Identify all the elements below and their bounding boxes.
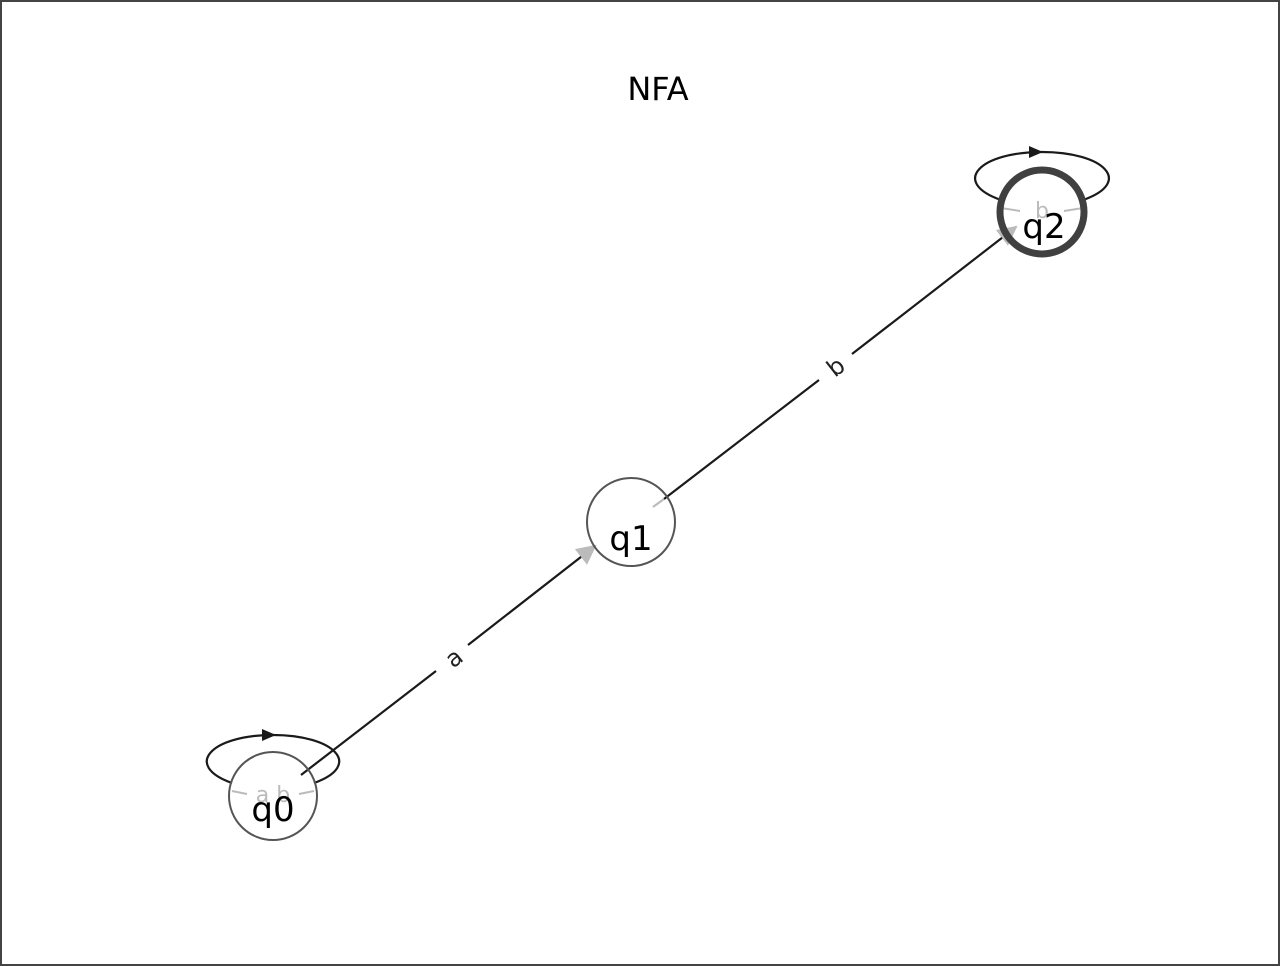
self-loop-tick-left-q2	[1000, 207, 1021, 212]
state-label-q0: q0	[251, 790, 294, 830]
transition-label-b: b	[821, 351, 850, 382]
state-q0: q0	[228, 751, 318, 841]
self-loop-curve-q0	[205, 733, 341, 785]
state-q2: q2	[996, 166, 1088, 258]
state-circle-q0	[228, 751, 318, 841]
diagram-title: NFA	[627, 70, 688, 108]
state-circle-q1	[586, 477, 676, 567]
edge-line-q1-q2-lower	[663, 379, 820, 500]
self-loop-q0: a b	[205, 729, 341, 808]
state-label-q1: q1	[609, 519, 652, 559]
self-loop-arrow-q0	[262, 729, 276, 741]
edge-line-q1-q2-upper	[851, 225, 1018, 355]
transition-q1-q2: b	[652, 225, 1018, 508]
accepting-state-circle-q2	[996, 166, 1088, 258]
edge-line-q0-q1-lower	[300, 670, 437, 776]
edge-tail-q1	[652, 498, 665, 508]
transition-q0-q1: a	[300, 544, 597, 776]
state-label-q2: q2	[1022, 207, 1065, 247]
self-loop-arrow-q2	[1029, 146, 1043, 158]
self-loop-tick-left-q0	[231, 790, 248, 795]
transition-label-a: a	[440, 642, 469, 673]
self-loop-label-q2: b	[1035, 199, 1049, 224]
edge-line-q0-q1-upper	[467, 544, 597, 646]
self-loop-tick-right-q2	[1063, 207, 1084, 212]
self-loop-q2: b	[974, 146, 1110, 224]
self-loop-curve-q2	[974, 150, 1110, 202]
state-q1: q1	[586, 477, 676, 567]
self-loop-label-q0: a b	[256, 783, 290, 808]
self-loop-tick-right-q0	[298, 790, 315, 795]
